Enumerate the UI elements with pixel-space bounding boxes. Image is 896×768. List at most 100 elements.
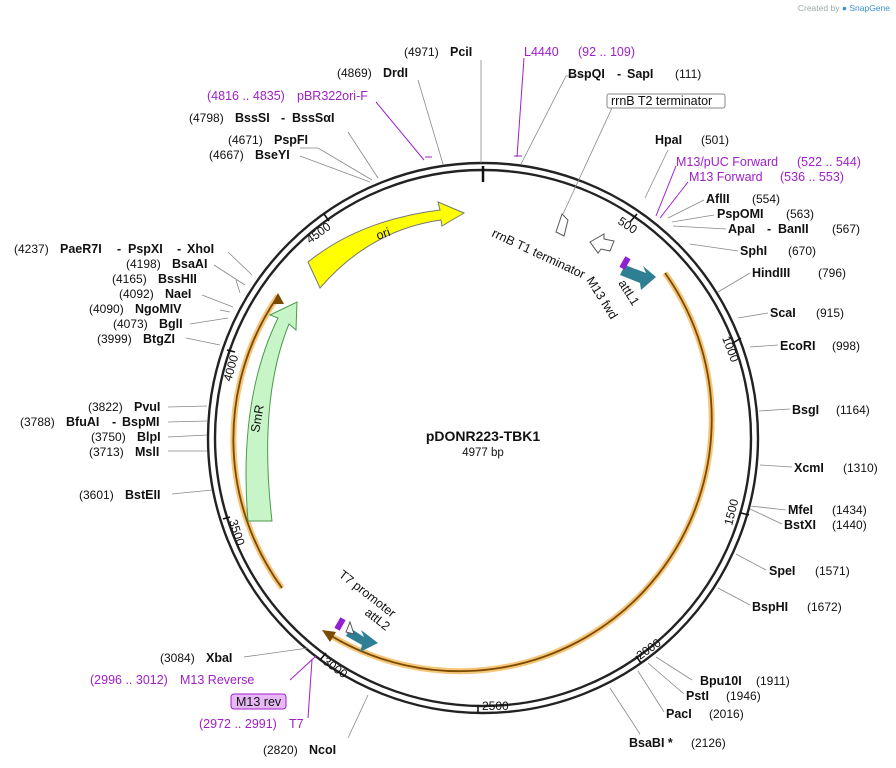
smr-arrow [245,301,298,522]
leader-hindiii [717,272,751,293]
enz-bseyi: (4667)BseYI [209,148,290,162]
rrnb-t2-leader [562,107,613,215]
t7-promoter-arrow [345,620,355,635]
leader-bfuai [167,420,208,423]
m13-rev-box-label: M13 rev [236,695,282,709]
enz-ngomiv: (4090)NgoMIV [89,302,182,316]
enz-hindiii: HindIII(796) [752,266,846,280]
leader-psti [647,662,685,695]
tick-mark-3000 [319,652,327,661]
snapgene-logo-icon: ● [841,3,847,13]
enz-bpu10i: Bpu10I(1911) [700,674,790,688]
leader-xcmi [759,464,793,468]
enz-blpi: (3750)BlpI [91,430,161,444]
smr-label: SmR [248,404,267,434]
enz-apai: ApaI-BanII(567) [728,222,860,236]
enz-ecori: EcoRI(998) [780,339,860,353]
tick-mark-3500 [222,516,231,520]
enz-pcii: (4971)PciI [404,45,472,59]
enz-paci: PacI(2016) [666,707,744,721]
leader-bsshii [235,279,241,294]
leader-naei [201,294,234,308]
tick-mark-2000 [635,655,642,664]
leader-paer7i [227,251,253,276]
enz-bsgi: BsgI(1164) [792,403,870,417]
enzyme-leaders [167,60,793,739]
leader-bseyi [299,155,371,183]
enz-xbai: (3084)XbaI [160,651,232,665]
leader-ecori [749,344,779,348]
leader-drdi [417,79,444,165]
rrnb-t1-terminator-arrow [589,233,615,254]
rrnb-t2-terminator-arrow [555,213,569,237]
leader-xbai [243,647,309,658]
tick-mark-4500 [323,213,330,222]
enz-msli: (3713)MslI [89,445,159,459]
orange-track-left-arrowhead [272,293,284,304]
enz-bsssi: (4798)BssSI-BssSαI [189,111,334,125]
credit-brand: SnapGene [849,3,890,13]
tick-mark-1000 [732,337,742,344]
m13-fwd-label: M13 fwd [583,274,620,322]
enz-sphi: SphI(670) [740,244,816,258]
leader-bpu10i [655,656,693,681]
tick-mark-1500 [740,512,750,516]
leader-blpi [167,434,208,438]
credit-prefix: Created by [797,3,840,13]
leader-bspqi [520,75,590,165]
tick-label-2500: 2500 [482,699,509,713]
primer-leader-m13fwd [659,181,689,219]
enz-pspomi: PspOMI(563) [717,207,814,221]
enz-pvui: (3822)PvuI [88,400,160,414]
enz-aflii: AflII(554) [706,192,780,206]
leader-pvui [167,405,208,408]
leader-paci [637,670,665,713]
primer-t7: (2972 .. 2991)T7 [199,717,304,731]
leader-pspfi [300,147,373,181]
tick-label-4500: 4500 [304,219,334,246]
enz-mfei: MfeI(1434) [788,503,867,517]
snapgene-credit: Created by ● SnapGene [798,3,890,13]
enz-paer7i: (4237)PaeR7I-PspXI-XhoI [14,242,214,256]
enz-spei: SpeI(1571) [769,564,850,578]
enz-bsphi: BspHI(1672) [752,600,842,614]
leader-aflii [667,199,705,219]
leader-bsabi [609,687,641,735]
primer-m13puc: M13/pUC Forward(522 .. 544) [676,155,861,169]
enz-btgzi: (3999)BtgZI [97,332,175,346]
enz-ncoi: (2820)NcoI [263,743,336,757]
leader-spei [735,553,767,571]
orange-track-left [232,295,283,589]
enz-pspfi: (4671)PspFI [228,133,308,147]
tick-mark-4000 [226,349,236,353]
enz-bstxi: BstXI(1440) [784,518,867,532]
enz-xcmi: XcmI(1310) [794,461,878,475]
primer-leaders [289,57,689,719]
leader-sphi [689,243,739,252]
enz-bgli: (4073)BglI [113,317,183,331]
leader-bsssi [347,131,379,179]
leader-btgzi [185,337,221,346]
m13-fwd-primer-mark [619,256,631,270]
leader-bsaai [213,264,246,286]
enz-bsabi: BsaBI *(2126) [629,736,726,750]
primer-m13rev: (2996 .. 3012)M13 Reverse [90,673,254,687]
leader-pspomi [671,214,715,223]
ori-label: ori [374,225,392,243]
leader-hpai [644,149,669,199]
plasmid-length: 4977 bp [462,447,504,459]
tick-label-1500: 1500 [721,497,741,527]
leader-bstxi [749,508,783,525]
leader-bsgi [758,408,791,412]
orange-track-right [327,272,713,673]
primer-leader-m13rev [289,655,317,681]
enz-psti: PstI(1946) [686,689,761,703]
primer-leader-m13puc [655,165,677,217]
leader-ngomiv [219,309,231,313]
rrnb-t2-label-box [606,93,726,109]
ori-arrow [307,201,466,289]
rrnb-t1-label: rrnB T1 terminator [490,226,588,281]
tick-mark-500 [629,213,638,223]
leader-apai [672,225,727,230]
leader-scai [737,312,769,319]
